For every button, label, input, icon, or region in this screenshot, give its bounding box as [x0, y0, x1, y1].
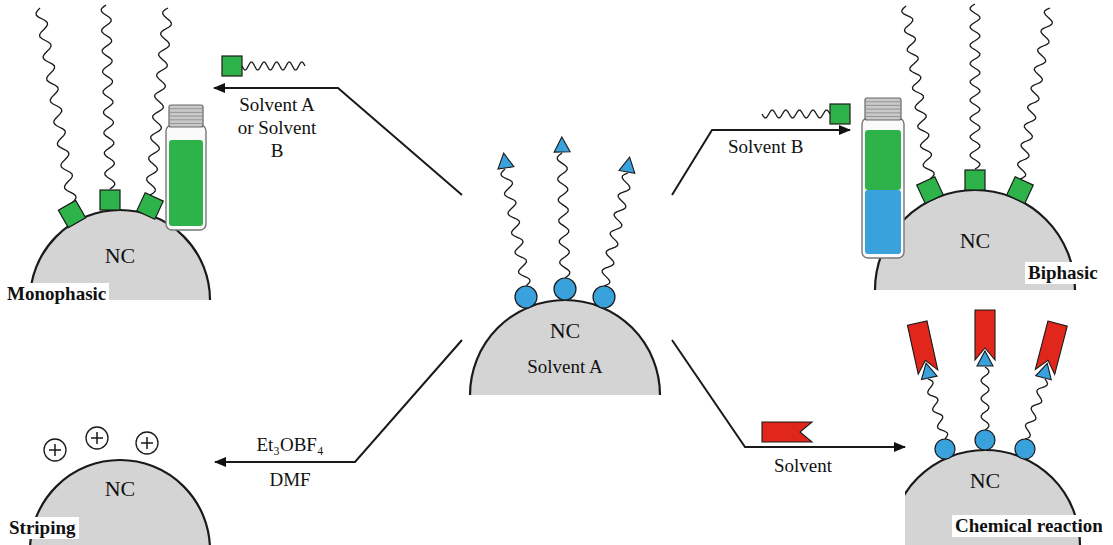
ligand-chain: [981, 367, 989, 430]
ligand-head-square: [137, 193, 164, 220]
arrow-label: Solvent: [772, 455, 834, 478]
ligand-end-triangle: [977, 351, 993, 366]
node-label: NC: [105, 243, 136, 268]
ligand-end-triangle: [619, 156, 637, 174]
node-label: NC: [970, 468, 1001, 493]
ligand-head-square: [965, 170, 985, 190]
vial-body: [862, 118, 904, 258]
ligand-chain: [501, 169, 530, 286]
positive-charge-sign: [141, 437, 153, 449]
node-label: NC: [960, 228, 991, 253]
ligand-chain: [557, 153, 569, 278]
ligand-chain: [970, 4, 980, 169]
ligand-head-square: [222, 56, 242, 76]
ligand-chain: [36, 8, 76, 203]
ligand-end-triangle: [918, 361, 937, 379]
ligand-chain: [101, 5, 114, 189]
ligand-head-square: [100, 190, 120, 210]
vial-cap: [169, 105, 203, 127]
nanocrystal-node: NC Chemical reaction: [905, 290, 1113, 545]
node-heading: Solvent A: [527, 356, 602, 378]
ligand-chain: [602, 173, 630, 286]
vial-cap-thread: [866, 116, 900, 117]
ligand-chain: [928, 379, 948, 439]
positive-charge: [44, 439, 66, 461]
positive-charge: [86, 427, 108, 449]
ligand-head-circle: [935, 439, 955, 459]
ligand-end-triangle: [1036, 361, 1055, 380]
vial-cap-thread: [866, 105, 900, 106]
reactive-molecule: [1035, 321, 1067, 374]
nanocrystal-shape: [462, 125, 672, 395]
nanocrystal-fill: [470, 300, 660, 395]
arrow-label: Solvent A or Solvent B: [229, 94, 325, 162]
vial-cap: [865, 98, 901, 120]
arrow-label: Et₃OBF₄: [254, 434, 325, 457]
reagent-ligand-chain: [242, 62, 305, 70]
reaction-arrow: [672, 340, 905, 447]
ligand-head-square: [917, 177, 944, 204]
arrow-label: Solvent B: [726, 136, 805, 159]
condition-label: DMF: [267, 469, 312, 492]
ligand-head-circle: [1015, 439, 1035, 459]
vial-cap-thread: [170, 112, 202, 113]
vial-cap-thread: [170, 119, 202, 120]
node-heading: Biphasic: [1025, 262, 1101, 284]
ligand-head-circle: [975, 430, 995, 450]
nanocrystal-shape: [905, 290, 1113, 545]
ligand-head-circle: [515, 286, 537, 308]
node-label: NC: [550, 318, 581, 343]
positive-charge: [136, 432, 158, 454]
node-heading: Monophasic: [4, 283, 109, 305]
vial-cap-thread: [866, 109, 900, 110]
ligand-end-triangle: [496, 152, 514, 169]
reaction-arrow: [215, 340, 462, 462]
ligand-chain: [1018, 8, 1053, 179]
vial-cap-thread: [170, 123, 202, 124]
vial-cap-thread: [866, 101, 900, 102]
nanocrystal-node: NC Solvent A: [462, 125, 672, 395]
vial-liquid: [169, 140, 203, 226]
ligand-head-circle: [593, 286, 615, 308]
ligand-chain: [902, 6, 934, 179]
vial-liquid: [865, 190, 901, 254]
vial-liquid: [865, 130, 901, 190]
ligand-head-square: [1007, 177, 1034, 204]
vial-body: [166, 125, 206, 230]
node-label: NC: [105, 476, 136, 501]
ligand-head-square: [830, 104, 850, 124]
reactive-molecule: [762, 422, 812, 442]
ligand-chain: [1025, 379, 1048, 439]
reagent-ligand-chain: [762, 110, 830, 118]
vial-cap-thread: [866, 112, 900, 113]
node-heading: Chemical reaction: [952, 515, 1106, 537]
nanocrystal-outline: [470, 300, 660, 395]
reaction-arrow: [214, 88, 462, 195]
reaction-arrow: [672, 130, 850, 195]
reactive-molecule: [907, 321, 937, 374]
positive-charge-sign: [49, 444, 61, 456]
ligand-end-triangle: [554, 137, 570, 152]
vial-cap-thread: [170, 116, 202, 117]
vial-cap-thread: [170, 108, 202, 109]
ligand-head-circle: [554, 278, 576, 300]
positive-charge-sign: [91, 432, 103, 444]
ligand-head-square: [58, 200, 85, 227]
node-heading: Striping: [6, 517, 79, 539]
